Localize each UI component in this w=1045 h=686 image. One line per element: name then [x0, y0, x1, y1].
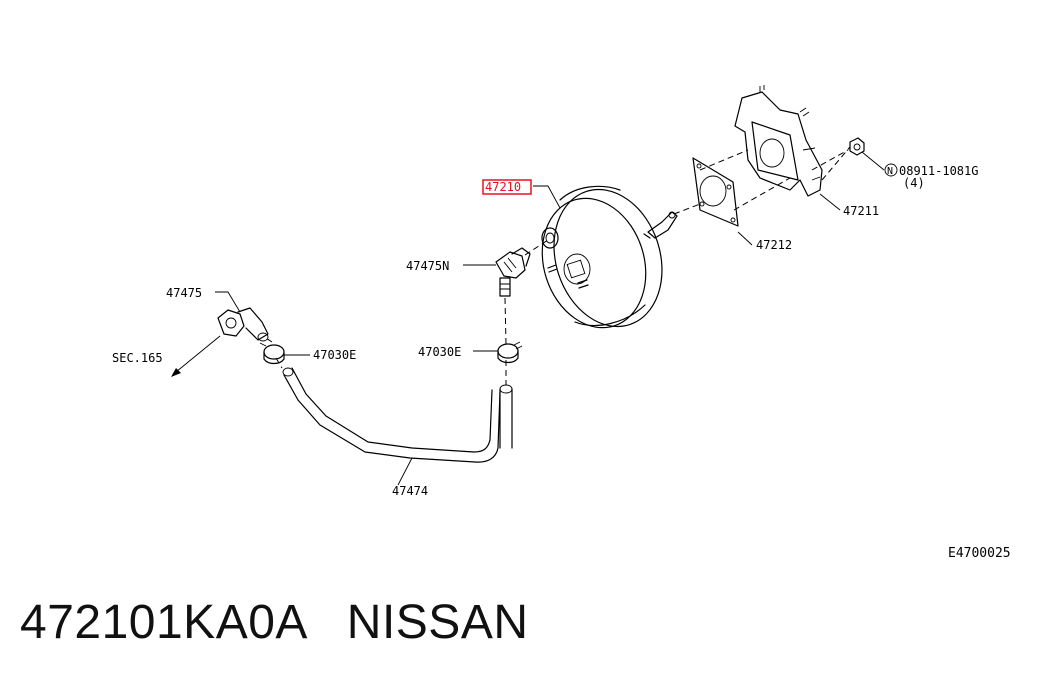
- label-spacer[interactable]: 47211: [843, 204, 879, 218]
- part-number: 472101KA0A: [20, 596, 306, 649]
- nut: [849, 137, 865, 156]
- vacuum-hose: [282, 367, 513, 463]
- part-title: 472101KA0A NISSAN: [20, 595, 529, 650]
- label-booster[interactable]: 47210: [485, 180, 521, 194]
- highlight-box: [482, 179, 532, 195]
- label-nut-marker: N: [887, 166, 893, 177]
- brake-booster: [541, 185, 678, 329]
- hose-clamp-left: [259, 342, 285, 365]
- label-section-ref[interactable]: SEC.165: [112, 351, 163, 365]
- label-nut-number[interactable]: 08911-1081G: [899, 164, 978, 178]
- section-arrow: [171, 335, 221, 377]
- brand-name: NISSAN: [346, 596, 529, 649]
- label-nut-qty: (4): [903, 176, 925, 190]
- hose-clamp-right: [497, 341, 523, 364]
- spacer: [734, 85, 823, 197]
- leader-lines: [215, 151, 885, 486]
- label-check-valve[interactable]: 47475N: [406, 259, 449, 273]
- gasket: [692, 157, 739, 227]
- label-connector[interactable]: 47475: [166, 286, 202, 300]
- elbow-connector: [217, 307, 269, 342]
- nut-marker-circle: [884, 163, 898, 177]
- check-valve: [495, 247, 531, 297]
- diagram-id: E4700025: [948, 546, 1011, 561]
- assembly-lines: [265, 146, 851, 385]
- label-gasket[interactable]: 47212: [756, 238, 792, 252]
- label-hose[interactable]: 47474: [392, 484, 428, 498]
- label-clamp-left[interactable]: 47030E: [313, 348, 356, 362]
- parts-diagram: 47210 47475N 47030E 47030E 47475 SEC.165…: [112, 85, 1011, 561]
- label-clamp-right[interactable]: 47030E: [418, 345, 461, 359]
